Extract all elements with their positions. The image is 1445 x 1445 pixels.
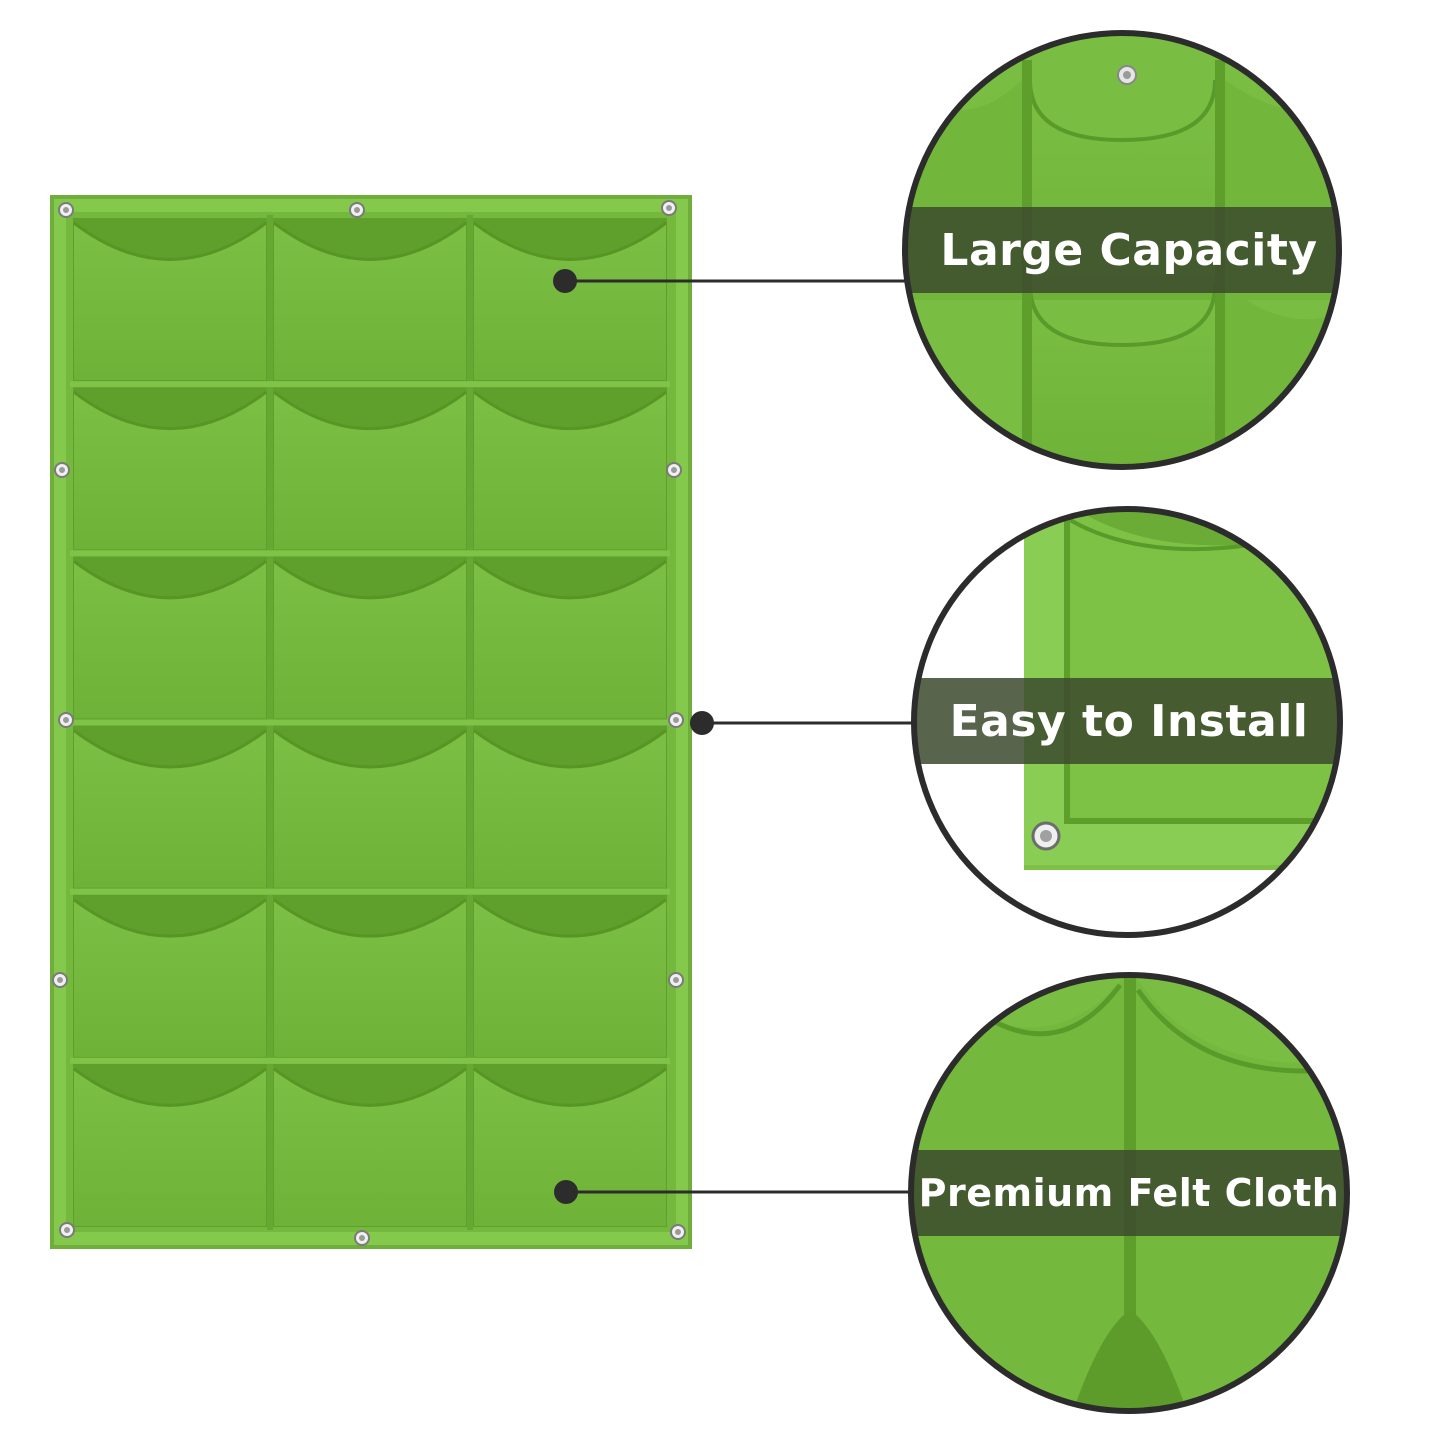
planter-pocket xyxy=(73,725,267,889)
callout-dot-premium-felt xyxy=(554,1180,578,1204)
planter-pocket xyxy=(273,387,467,551)
grommet xyxy=(52,972,68,988)
planter-pocket xyxy=(473,894,667,1058)
pocket-seam xyxy=(70,719,670,726)
planter-pocket xyxy=(273,1063,467,1227)
planter-border xyxy=(50,195,692,1249)
grommet xyxy=(58,202,74,218)
grommet xyxy=(670,1224,686,1240)
callout-dot-easy-install xyxy=(690,711,714,735)
grommet xyxy=(661,200,677,216)
grommet xyxy=(354,1230,370,1246)
pocket-seam xyxy=(70,550,670,557)
grommet xyxy=(54,462,70,478)
zoom-circle-premium-felt xyxy=(908,972,1350,1414)
callout-lines xyxy=(553,269,912,1204)
pocket-grid xyxy=(70,215,670,1230)
zoom-circle-large-capacity xyxy=(902,30,1342,470)
planter-pocket xyxy=(273,894,467,1058)
planter-product-image xyxy=(50,195,692,1249)
planter-pocket xyxy=(273,725,467,889)
planter-pocket xyxy=(273,556,467,720)
grommet xyxy=(58,712,74,728)
pocket-seam xyxy=(70,1057,670,1064)
planter-pocket xyxy=(73,556,267,720)
planter-pocket xyxy=(473,725,667,889)
grommet-set xyxy=(52,200,686,1246)
callout-dot-large-capacity xyxy=(553,269,577,293)
planter-pocket xyxy=(473,387,667,551)
zoom-circle-easy-install xyxy=(911,506,1343,938)
planter-pocket xyxy=(73,218,267,382)
grommet xyxy=(668,972,684,988)
planter-pocket xyxy=(73,1063,267,1227)
zoom-ring xyxy=(908,972,1350,1414)
planter-pocket xyxy=(73,894,267,1058)
pocket-seam xyxy=(70,381,670,388)
grommet xyxy=(668,712,684,728)
pocket-seam xyxy=(70,888,670,895)
planter-pocket xyxy=(473,218,667,382)
zoom-ring xyxy=(911,506,1343,938)
planter-pocket xyxy=(273,218,467,382)
grommet xyxy=(349,202,365,218)
planter-pocket xyxy=(73,387,267,551)
grommet xyxy=(666,462,682,478)
planter-pocket xyxy=(473,556,667,720)
grommet xyxy=(59,1222,75,1238)
zoom-ring xyxy=(902,30,1342,470)
